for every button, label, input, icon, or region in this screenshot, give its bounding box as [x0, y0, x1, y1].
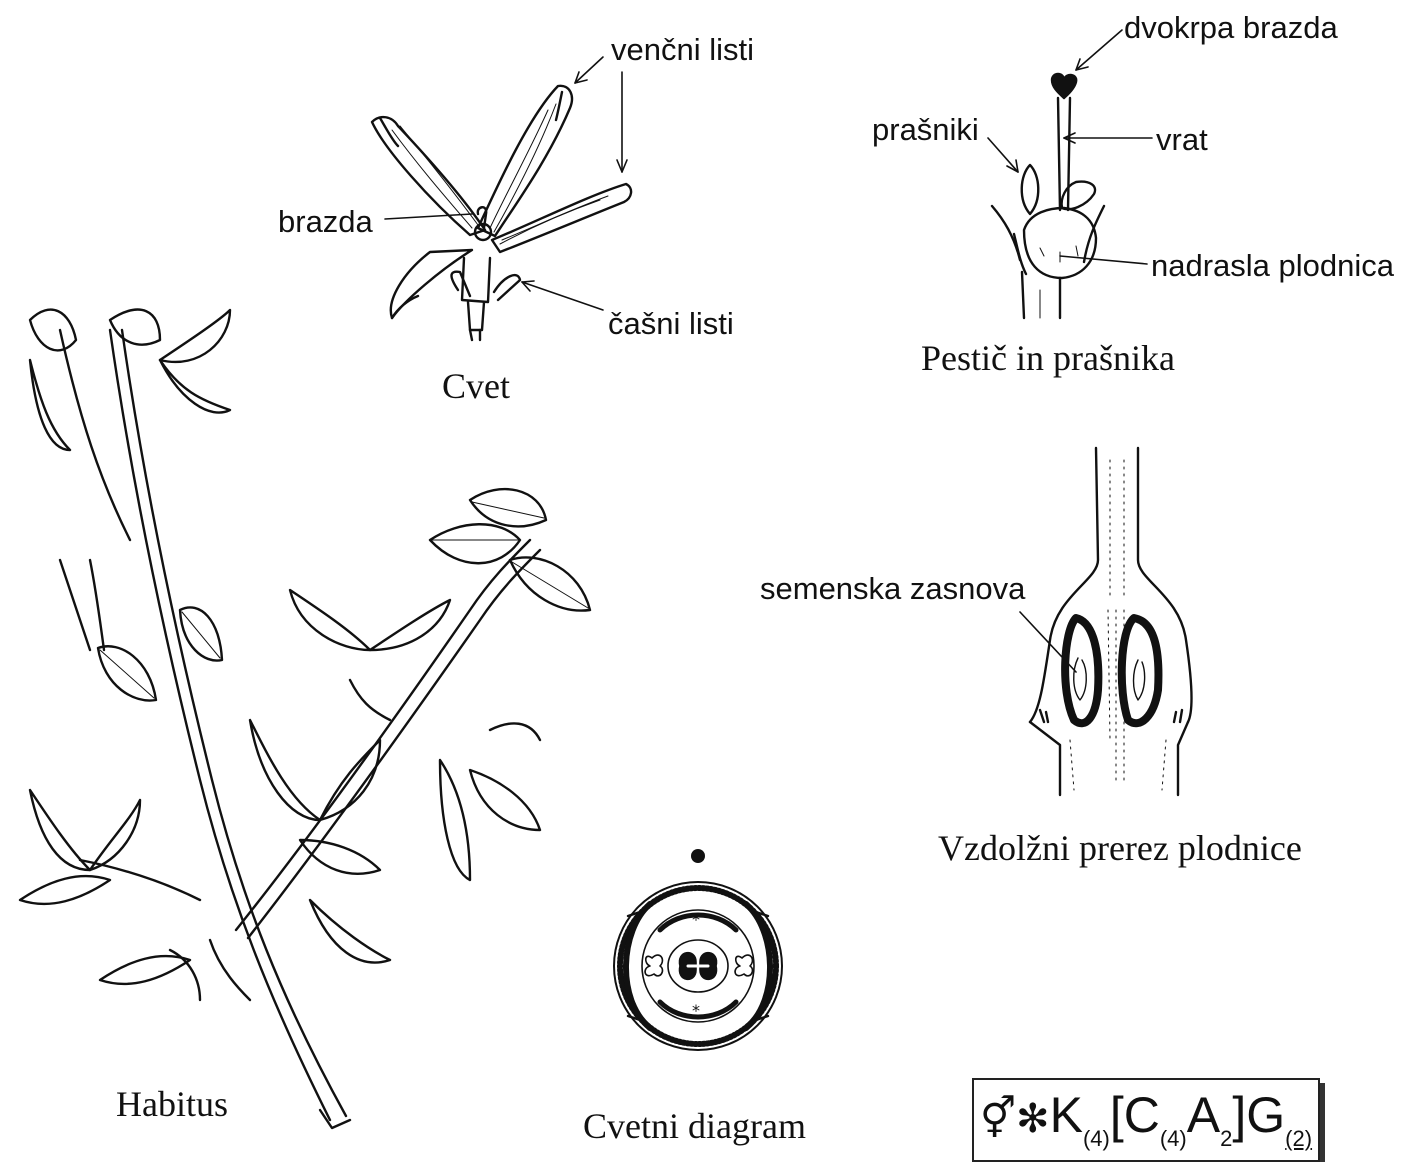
formula-g-sub: (2) — [1285, 1126, 1312, 1151]
habitus-drawing — [20, 310, 590, 1128]
label-stamens: prašniki — [872, 114, 979, 145]
caption-pistil: Pestič in prašnika — [921, 340, 1175, 376]
caption-section: Vzdolžni prerez plodnice — [938, 830, 1302, 866]
floral-diagram: * * — [614, 849, 782, 1050]
label-bilobed-stigma: dvokrpa brazda — [1124, 12, 1338, 43]
section-drawing — [1030, 448, 1192, 795]
svg-text:*: * — [692, 910, 700, 929]
formula-c-sub: (4) — [1160, 1126, 1187, 1151]
flower-drawing — [372, 86, 631, 340]
formula-close-bracket: ] — [1232, 1087, 1246, 1143]
flower-pointers — [385, 57, 627, 310]
label-sepals: čašni listi — [608, 308, 734, 339]
formula-a-sub: 2 — [1220, 1126, 1232, 1151]
formula-open-bracket: [ — [1110, 1087, 1124, 1143]
caption-flower: Cvet — [442, 368, 510, 404]
caption-habitus: Habitus — [116, 1086, 228, 1122]
label-style: vrat — [1156, 124, 1208, 155]
label-ovule: semenska zasnova — [760, 573, 1025, 604]
svg-text:*: * — [692, 1001, 700, 1020]
formula-a: A — [1187, 1087, 1220, 1143]
formula-k: K — [1050, 1087, 1083, 1143]
formula-k-sub: (4) — [1083, 1126, 1110, 1151]
caption-floral-diagram: Cvetni diagram — [583, 1108, 806, 1144]
pistil-drawing — [992, 74, 1104, 318]
floral-formula-box: ⚥✻K(4)[C(4)A2]G(2) — [972, 1078, 1320, 1162]
label-petals: venčni listi — [611, 34, 754, 65]
formula-c: C — [1124, 1087, 1160, 1143]
label-flower-stigma: brazda — [278, 206, 373, 237]
formula-g: G — [1246, 1087, 1285, 1143]
floral-formula: ⚥✻K(4)[C(4)A2]G(2) — [980, 1090, 1312, 1150]
formula-symbols: ⚥✻ — [980, 1096, 1050, 1142]
label-superior-ovary: nadrasla plodnica — [1151, 250, 1394, 281]
